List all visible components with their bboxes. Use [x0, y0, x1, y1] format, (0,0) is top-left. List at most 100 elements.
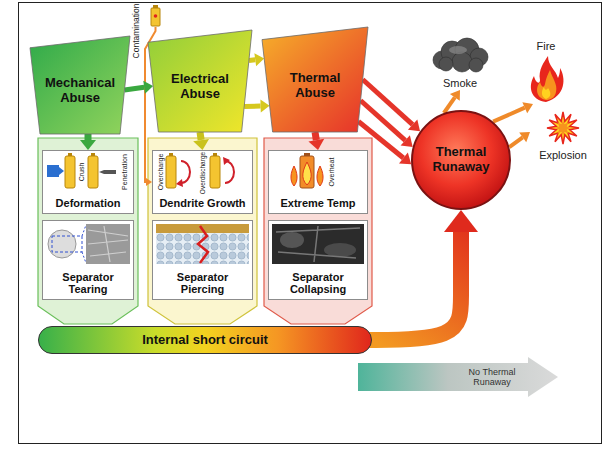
battery-terminal [304, 153, 310, 156]
battery-terminal [153, 5, 158, 8]
battery-cell [210, 156, 220, 188]
abuse-outline [30, 36, 130, 134]
smoke-cloud: Smoke [428, 38, 492, 90]
crush-press [47, 165, 59, 177]
connector-line [85, 134, 92, 140]
photo-detail [276, 226, 360, 262]
contamination-battery [151, 8, 160, 26]
connector-arrow [308, 132, 324, 150]
dendrite [198, 226, 208, 263]
battery-cell [166, 156, 176, 188]
icon-label: Overdischarge [200, 152, 207, 194]
photo-detail [280, 232, 304, 248]
battery-terminal [91, 153, 95, 156]
arrow-head [308, 139, 324, 150]
box-label: Separator Piercing [156, 271, 249, 296]
outcome-label: Fire [520, 40, 572, 53]
arrow-head [260, 100, 269, 113]
connector-arrow [509, 132, 530, 147]
flame [291, 166, 297, 186]
connector-line [244, 104, 260, 109]
figure-border [19, 3, 602, 444]
battery-cell [88, 156, 98, 188]
flame-outer [531, 56, 564, 102]
box-ground [42, 220, 134, 300]
abuse-label: Thermal Abuse [272, 71, 358, 101]
connector-arrow [249, 53, 264, 66]
crush-arrow [59, 167, 64, 175]
bar-label: Internal short circuit [50, 333, 360, 348]
arrow-head [193, 139, 209, 150]
connector-line [358, 122, 403, 159]
flame-group [531, 56, 564, 102]
box-ground [152, 150, 253, 214]
mechanical-panel [38, 138, 138, 324]
box-label: Extreme Temp [272, 197, 364, 210]
mechanism-box: Extreme Temp [268, 150, 368, 214]
abuse-outline [148, 30, 252, 132]
abuse-shape: Mechanical Abuse [30, 36, 130, 134]
cloud-puff [452, 52, 472, 72]
outcome-arrow: No Thermal Runaway [358, 357, 558, 397]
box-label: Dendrite Growth [156, 197, 249, 210]
runaway-circle: Thermal Runaway [411, 110, 511, 210]
runaway-label: Thermal Runaway [423, 145, 499, 175]
abuse-outline [262, 27, 368, 132]
connector-line [363, 80, 413, 125]
connector-arrow [361, 101, 413, 148]
tear-texture [88, 226, 128, 262]
arrow-head [519, 132, 530, 142]
icon-label: Overheat [328, 158, 335, 187]
explosion-star: Explosion [530, 112, 596, 162]
arrow-head [143, 81, 153, 94]
abuse-label: Mechanical Abuse [40, 76, 120, 106]
outcome-label: Smoke [428, 77, 492, 90]
outcome-label: No Thermal Runaway [458, 367, 526, 388]
connector-arrow [444, 90, 460, 113]
mechanism-box: Deformation [42, 150, 134, 214]
arrow-head [450, 90, 460, 101]
arrow-head [80, 140, 96, 150]
zoom-lines [82, 225, 86, 263]
battery-terminal [169, 153, 173, 156]
arrow-head [401, 135, 413, 147]
box-ground [42, 150, 134, 214]
connector-arrow [358, 122, 411, 165]
cloud-highlight [449, 46, 467, 54]
connector-line [361, 101, 406, 141]
icon-label: Crush [78, 163, 85, 182]
connector-arrow [193, 132, 209, 150]
contaminant-dot [154, 14, 158, 18]
contamination-label: Contamination [132, 4, 141, 59]
discharge-cycle-arrow [225, 161, 234, 183]
battery-terminal [68, 153, 72, 156]
separator-box: Separator Piercing [152, 220, 253, 300]
cycle-arrowhead [176, 179, 183, 187]
abuse-label: Electrical Abuse [158, 72, 242, 102]
flame [303, 162, 311, 185]
tear-photo [86, 224, 130, 264]
connector-arrow [363, 80, 420, 132]
box-ground [268, 220, 368, 300]
box-ground [268, 150, 368, 214]
icon-label: Penetration [121, 154, 128, 190]
connector-arrow [80, 134, 96, 150]
box-label: Separator Collapsing [272, 271, 364, 296]
connector-arrow [359, 210, 478, 340]
connector-arrow [125, 81, 154, 94]
connector-line [493, 108, 525, 122]
arrow-outline [358, 357, 558, 397]
battery-terminal [213, 153, 217, 156]
arrow-head [399, 153, 411, 165]
flame [317, 166, 323, 186]
separator-box: Separator Collapsing [268, 220, 368, 300]
arrow-head [444, 210, 478, 232]
thermal-panel [264, 138, 372, 324]
arrow-head [408, 119, 420, 131]
abuse-shape: Thermal Abuse [262, 27, 368, 132]
short-circuit-bar: Internal short circuit [38, 326, 372, 354]
flame-inner [542, 87, 550, 99]
connector-arrow [244, 100, 269, 113]
icon-label: Overcharge [157, 154, 164, 191]
